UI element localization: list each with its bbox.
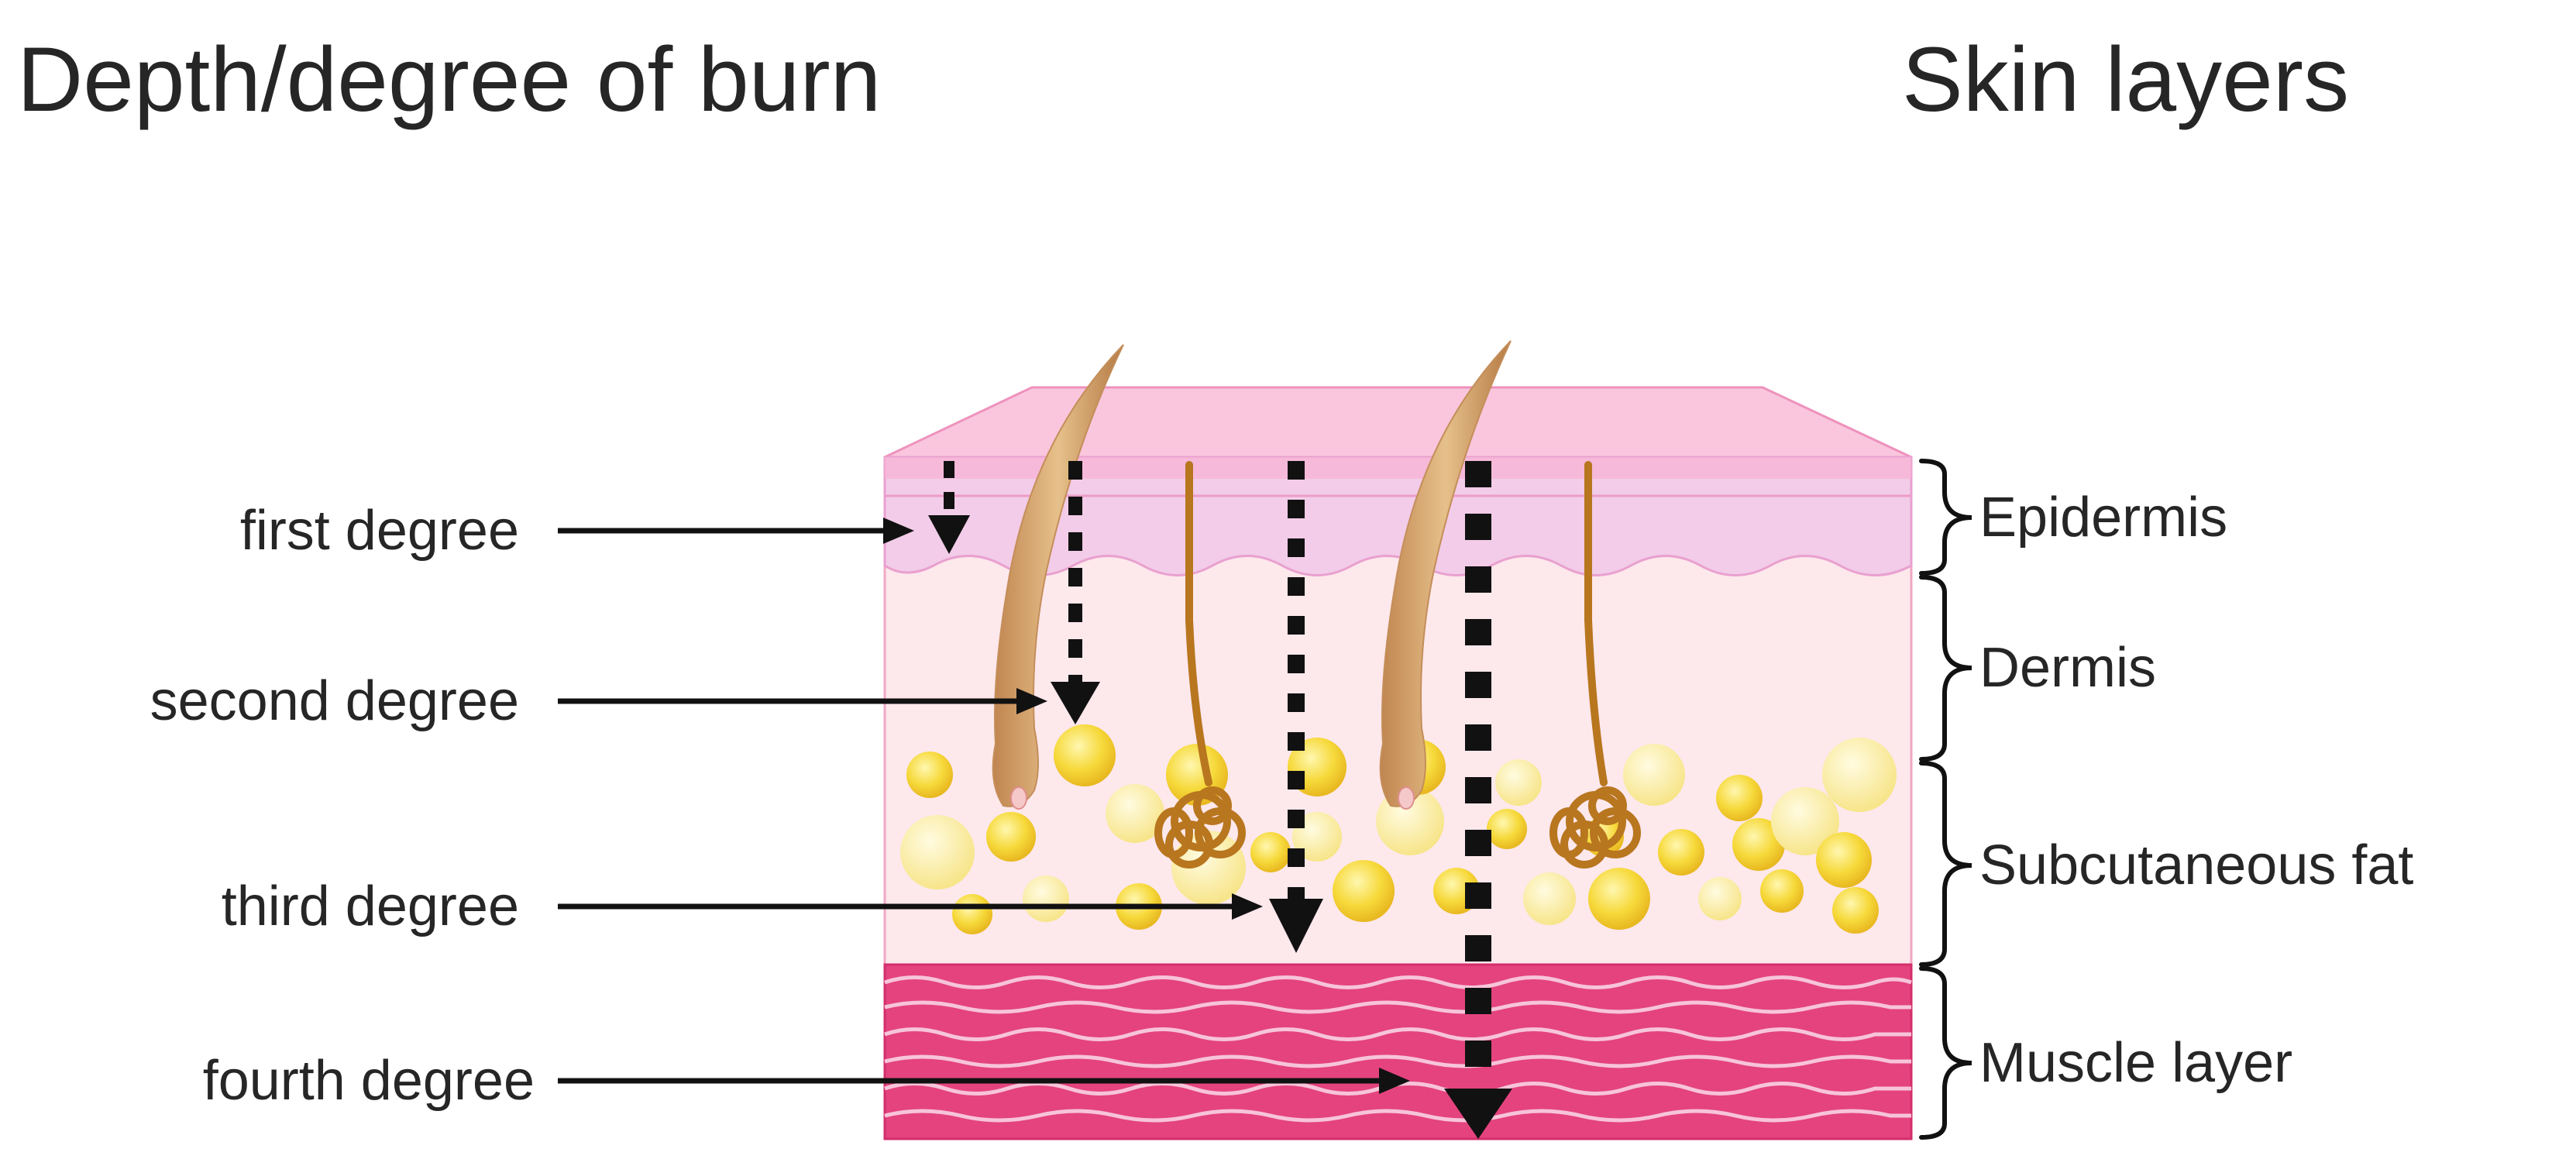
label-muscle-layer: Muscle layer [1979, 1032, 2293, 1094]
degree-pointers [558, 518, 1410, 1094]
brace-muscle [1919, 966, 1972, 1140]
depth-arrows [928, 461, 1512, 1139]
brace-fat [1919, 761, 1972, 967]
sweat-gland-left [1154, 461, 1246, 869]
title-skin-layers: Skin layers [1902, 29, 2350, 131]
label-fourth-degree: fourth degree [202, 1050, 535, 1112]
depth-arrow-fourth [1444, 461, 1512, 1139]
pointer-first [558, 518, 914, 544]
label-third-degree: third degree [221, 875, 519, 937]
label-epidermis: Epidermis [1979, 487, 2228, 549]
brace-epidermis [1919, 459, 1972, 576]
skin-top-face [884, 386, 1912, 459]
hair-follicle-right [1379, 340, 1512, 810]
depth-arrow-second [1051, 461, 1100, 724]
label-subcutaneous-fat: Subcutaneous fat [1979, 834, 2414, 896]
brace-dermis [1919, 575, 1972, 762]
label-second-degree: second degree [150, 670, 519, 732]
depth-arrow-third [1269, 461, 1323, 953]
label-first-degree: first degree [239, 500, 519, 562]
label-dermis: Dermis [1979, 637, 2156, 699]
pointer-second [558, 688, 1047, 714]
layer-braces [1919, 459, 1972, 1140]
depth-arrow-first [928, 461, 970, 554]
muscle-layer [883, 963, 1913, 1140]
hair-follicle-left [992, 344, 1124, 810]
sweat-gland-right [1549, 461, 1641, 869]
title-depth-degree: Depth/degree of burn [17, 29, 882, 131]
pointer-third [558, 893, 1263, 920]
pointer-fourth [558, 1068, 1410, 1094]
